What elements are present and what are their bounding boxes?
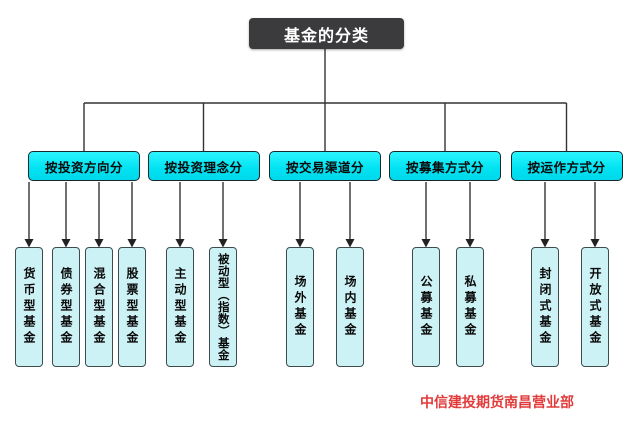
leaf-label: 私募基金 [463,275,477,339]
leaf-label: 场外基金 [293,275,307,339]
leaf-label: 被动型（指数）基金 [216,253,231,361]
leaf-label: 封闭式基金 [538,267,552,347]
root-title: 基金的分类 [283,25,369,45]
leaf-label: 开放式基金 [588,267,602,347]
branch-label: 按运作方式分 [527,159,606,175]
leaf-money-fund: 货币型基金 [15,247,43,367]
leaf-label: 股票型基金 [125,267,139,347]
leaf-otc-fund: 场外基金 [286,247,314,367]
leaf-private-fund: 私募基金 [456,247,484,367]
branch-label: 按交易渠道分 [285,159,364,175]
leaf-bond-fund: 债券型基金 [52,247,80,367]
leaf-label: 场内基金 [343,275,357,339]
leaf-public-fund: 公募基金 [412,247,440,367]
leaf-label: 货币型基金 [22,267,36,347]
branch-label: 按投资理念分 [164,159,243,175]
leaf-closed-end-fund: 封闭式基金 [531,247,559,367]
branch-investment-philosophy: 按投资理念分 [147,151,260,181]
leaf-label: 债券型基金 [59,267,73,347]
leaf-active-fund: 主动型基金 [166,247,194,367]
branch-label: 按募集方式分 [405,159,484,175]
branch-operation-method: 按运作方式分 [510,151,623,181]
arrowhead-icons [24,239,600,248]
root-title-box: 基金的分类 [249,18,404,49]
leaf-open-end-fund: 开放式基金 [581,247,609,367]
leaf-passive-index-fund: 被动型（指数）基金 [209,247,237,367]
branch-label: 按投资方向分 [44,159,123,175]
branch-office-caption: 中信建投期货南昌营业部 [420,395,574,411]
leaf-label: 公募基金 [419,275,433,339]
leaf-label: 主动型基金 [173,267,187,347]
leaf-label: 混合型基金 [92,267,106,347]
branch-trading-channel: 按交易渠道分 [269,151,381,181]
leaf-exchange-fund: 场内基金 [336,247,364,367]
leaf-stock-fund: 股票型基金 [118,247,146,367]
leaf-hybrid-fund: 混合型基金 [85,247,113,367]
branch-investment-direction: 按投资方向分 [28,151,140,181]
branch-fundraising-method: 按募集方式分 [389,151,501,181]
